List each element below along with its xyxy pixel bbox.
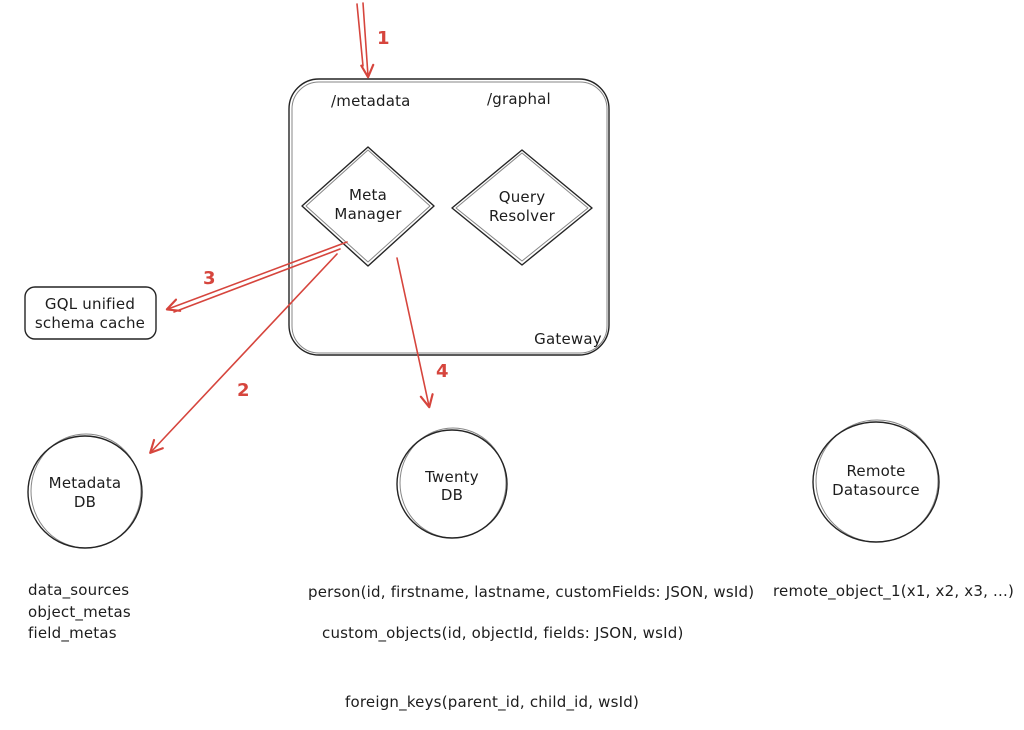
arrows: 1 3 2 4 xyxy=(149,2,449,454)
query-resolver-diamond-sketch xyxy=(455,152,589,262)
remote-datasource-circle-sketch xyxy=(815,419,939,543)
metadata-db-circle-sketch xyxy=(30,433,142,549)
arrow-4-label: 4 xyxy=(436,361,449,382)
remote-object-table: remote_object_1(x1, x2, x3, ...) xyxy=(773,582,1014,601)
remote-datasource-node: Remote Datasource xyxy=(812,419,940,543)
twenty-db-label-line1: Twenty xyxy=(424,468,479,486)
arrow-1-label: 1 xyxy=(377,28,390,49)
gateway-label: Gateway xyxy=(534,330,602,348)
metadata-db-table-data-sources: data_sources xyxy=(28,581,129,600)
meta-manager-node: Meta Manager xyxy=(301,146,435,267)
arrow-3-label: 3 xyxy=(203,268,216,289)
schema-cache-node: GQL unified schema cache xyxy=(24,286,157,340)
arrow-1-line-sketch xyxy=(356,3,364,67)
meta-manager-diamond-sketch xyxy=(305,149,431,263)
arrow-2-line xyxy=(149,253,338,454)
query-resolver-node: Query Resolver xyxy=(451,149,593,266)
schema-cache-label-line2: schema cache xyxy=(35,314,145,332)
metadata-db-table-object-metas: object_metas xyxy=(28,603,131,622)
query-resolver-label-line1: Query xyxy=(499,188,546,206)
gateway-endpoint-graphql: /graphal xyxy=(487,90,551,108)
meta-manager-diamond xyxy=(301,146,435,267)
twenty-db-circle-sketch xyxy=(399,427,507,539)
query-resolver-diamond xyxy=(451,149,593,266)
meta-manager-label-line2: Manager xyxy=(334,205,402,223)
metadata-db-table-field-metas: field_metas xyxy=(28,624,117,643)
schema-cache-box xyxy=(24,286,157,340)
arrow-1-line xyxy=(360,2,375,79)
query-resolver-label-line2: Resolver xyxy=(489,207,556,225)
arrow-3-line xyxy=(165,241,348,312)
remote-datasource-label-line1: Remote xyxy=(846,462,905,480)
twenty-db-label-line2: DB xyxy=(441,486,463,504)
metadata-db-node: Metadata DB xyxy=(27,433,143,549)
twenty-db-person-table: person(id, firstname, lastname, customFi… xyxy=(308,583,754,601)
twenty-db-node: Twenty DB xyxy=(396,427,508,539)
metadata-db-label-line1: Metadata xyxy=(49,474,122,492)
gateway-endpoint-metadata: /metadata xyxy=(331,92,411,110)
arrow-4-line xyxy=(396,257,434,409)
gateway-box-sketch xyxy=(291,81,608,354)
arrow-3-line-sketch xyxy=(173,248,341,313)
foreign-keys-table: foreign_keys(parent_id, child_id, wsId) xyxy=(345,693,639,712)
remote-datasource-label-line2: Datasource xyxy=(832,481,920,499)
metadata-db-label-line2: DB xyxy=(74,493,96,511)
schema-cache-label-line1: GQL unified xyxy=(45,295,135,313)
table-annotations: data_sources object_metas field_metas pe… xyxy=(28,581,1014,712)
meta-manager-label-line1: Meta xyxy=(349,186,387,204)
gateway-box-outline xyxy=(288,78,610,356)
gateway-box: /metadata /graphal Gateway xyxy=(288,78,610,356)
arrow-2-label: 2 xyxy=(237,380,250,401)
twenty-db-custom-objects-table: custom_objects(id, objectId, fields: JSO… xyxy=(322,624,684,643)
